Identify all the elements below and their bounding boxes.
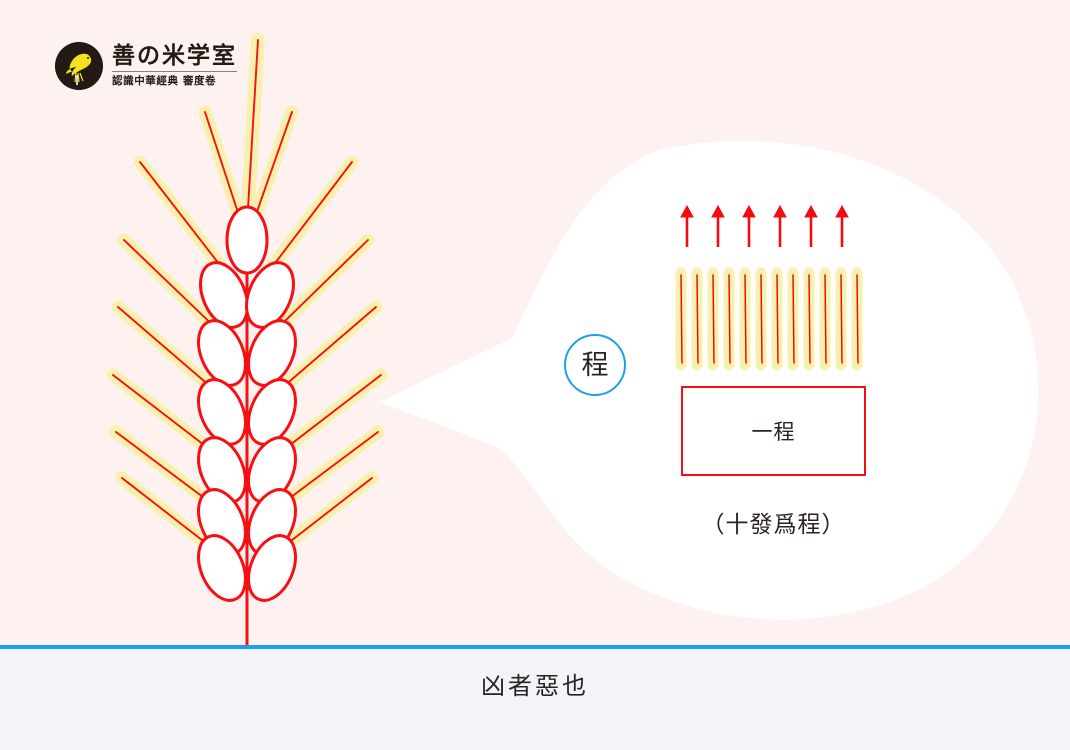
section-divider [0,645,1070,649]
callout-blob [380,140,1039,620]
glyph-circle-badge: 程 [564,334,626,396]
background-lower [0,649,1070,750]
measure-box: 一程 [681,386,866,476]
callout-caption: （十發爲程） [701,512,846,538]
logo-title: 善の米学室 [112,45,237,73]
magnified-stalk-bundle [675,205,863,371]
stalk-group [675,267,863,371]
logo-subtitle: 認識中華經典 審度卷 [112,75,217,88]
glyph-circle-label: 程 [581,349,609,381]
logo: 善の米学室 認識中華經典 審度卷 [55,42,237,90]
bird-on-perch-icon [55,42,103,90]
measure-box-label: 一程 [751,420,796,444]
footer-text: 凶者惡也 [481,672,589,700]
logo-text: 善の米学室 認識中華經典 審度卷 [112,45,237,87]
arrow-up-icon-group [680,205,849,247]
